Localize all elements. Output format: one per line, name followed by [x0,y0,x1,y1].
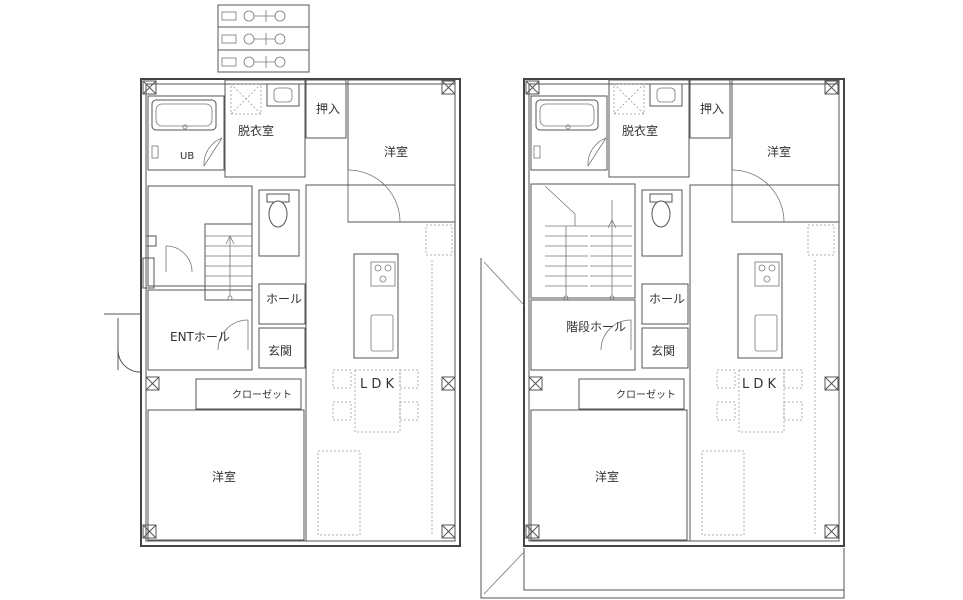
western-room-bottom-label: 洋室 [212,469,236,484]
ub-label: UB [180,151,194,162]
genkan-label: 玄関 [268,343,292,358]
walkin-closet-label: クローゼット [232,389,292,401]
ldk-label: L D K [360,377,395,392]
hall-label-right: ホール [649,292,685,306]
ldk-label-right: L D K [742,377,777,392]
bicycle-parking [217,4,310,73]
dressing-room-label: 脱衣室 [238,123,274,138]
western-room-bottom-label-right: 洋室 [595,469,619,484]
columns [142,80,456,539]
oshiire-label: 押入 [316,102,340,116]
oshiire-label-right: 押入 [700,102,724,116]
right-floor-plan: 脱衣室 押入 洋室 ホール [480,78,845,599]
entrance-hall-label: ENTホール [170,330,230,344]
genkan-label-right: 玄関 [651,343,675,358]
hall-label: ホール [266,292,302,306]
dressing-room-label-right: 脱衣室 [622,123,658,138]
walkin-closet-label-right: クローゼット [616,389,676,401]
left-floor-plan: UB 脱衣室 押入 洋室 ホール [104,4,461,547]
stair-hall-label: 階段ホール [566,319,626,334]
columns-right [525,80,839,539]
western-room-top-label: 洋室 [384,144,408,159]
western-room-top-label-right: 洋室 [767,144,791,159]
